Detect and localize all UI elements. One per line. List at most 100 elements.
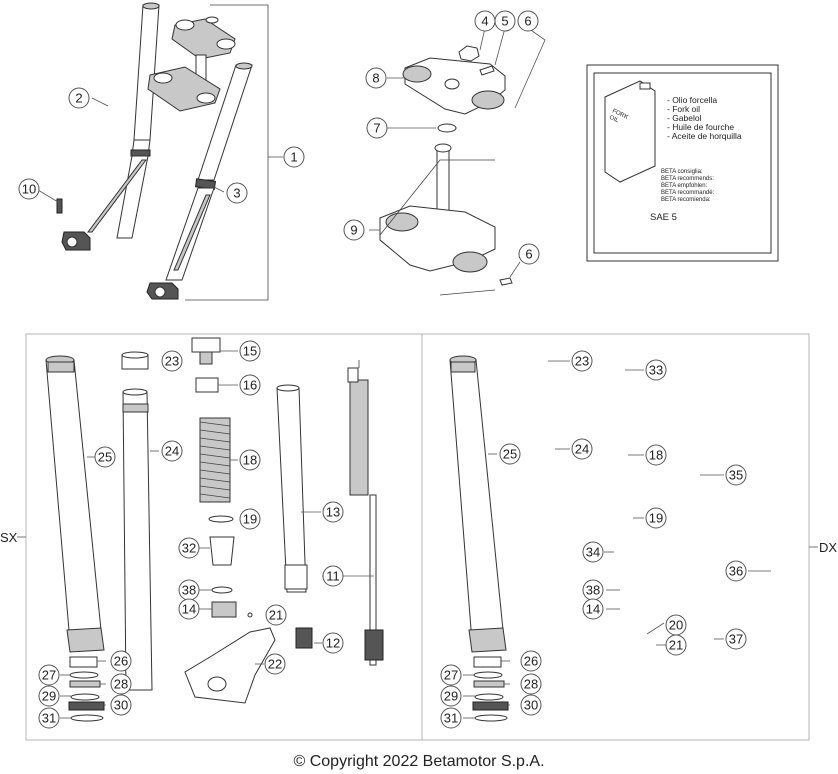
callout-c10: 10 [18,178,40,200]
callout-l32: 32 [178,537,200,559]
callout-l21: 21 [265,604,287,626]
callout-r28: 28 [520,673,542,695]
callout-r24: 24 [571,438,593,460]
callout-number: 19 [243,512,257,527]
callout-number: 36 [729,564,743,579]
callout-circle [645,359,667,381]
callout-number: 38 [586,583,600,598]
callout-circle [725,560,747,582]
callout-circle [571,350,593,372]
oil-name-4: - Aceite de horquilla [667,131,742,141]
callout-circle [499,443,521,465]
callout-number: 35 [729,468,743,483]
callout-number: 26 [524,654,538,669]
callout-number: 30 [524,698,538,713]
callout-l12: 12 [322,632,344,654]
callout-number: 29 [42,689,56,704]
callout-r14: 14 [582,598,604,620]
recommend-1: BETA recommends: [661,176,714,182]
callout-l30: 30 [110,694,132,716]
left-leg-parts [45,337,384,722]
callout-l31: 31 [38,707,60,729]
callout-l13: 13 [322,501,344,523]
callout-circle [365,67,387,89]
callout-number: 32 [182,541,196,556]
callout-number: 23 [575,354,589,369]
callout-l15: 15 [239,340,261,362]
callout-r29: 29 [440,685,462,707]
callout-number: 31 [444,711,458,726]
callout-number: 24 [165,444,179,459]
callout-r36: 36 [725,560,747,582]
callout-circle [110,694,132,716]
callout-circle [440,707,462,729]
callout-number: 25 [98,450,112,465]
callout-circle [582,598,604,620]
callout-c6b: 6 [518,243,540,265]
callout-circle [322,632,344,654]
callout-number: 34 [586,545,600,560]
callout-circle [494,10,516,32]
callout-number: 11 [326,569,340,584]
callout-circle [265,604,287,626]
oil-name-0: - Olio forcella [667,95,717,105]
callout-circle [38,685,60,707]
callout-c5: 5 [494,10,516,32]
callout-circle [665,634,687,656]
callout-circle [178,537,200,559]
callout-number: 5 [501,14,508,29]
callout-l14: 14 [178,598,200,620]
side-label-sx: SX [0,530,18,545]
callout-circle [343,219,365,241]
callout-l25: 25 [94,446,116,468]
callout-number: 22 [268,657,282,672]
callout-r21: 21 [665,634,687,656]
callout-l26: 26 [110,650,132,672]
callout-number: 14 [586,602,600,617]
callout-number: 24 [575,442,589,457]
callout-number: 15 [243,344,257,359]
callout-circle [264,653,286,675]
callout-r20: 20 [665,614,687,636]
side-label-dx: DX [819,540,837,555]
callout-circle [68,87,90,109]
fork-assembly-overview [37,2,283,301]
callout-l28: 28 [110,673,132,695]
bolt-10-drawing [56,198,63,214]
callout-l16: 16 [239,374,261,396]
callout-number: 21 [269,608,283,623]
callout-r23: 23 [571,350,593,372]
callout-number: 38 [182,583,196,598]
callout-r37: 37 [725,628,747,650]
callout-number: 16 [243,378,257,393]
callout-number: 18 [649,448,663,463]
callout-circle [645,507,667,529]
callout-circle [518,243,540,265]
callout-circle [725,628,747,650]
callout-number: 28 [524,677,538,692]
recommend-3: BETA recommandé: [661,190,715,196]
callout-l24: 24 [161,440,183,462]
callout-number: 3 [233,186,240,201]
oil-name-1: - Fork oil [667,104,700,114]
oil-name-3: - Huile de fourche [667,122,734,132]
callout-r26: 26 [520,650,542,672]
callout-r19: 19 [645,507,667,529]
callout-l27: 27 [38,664,60,686]
callout-c7: 7 [366,117,388,139]
callout-number: 26 [114,654,128,669]
callout-number: 13 [326,505,340,520]
callout-number: 31 [42,711,56,726]
callout-circle [520,650,542,672]
callout-number: 29 [444,689,458,704]
recommend-4: BETA recomienda: [661,197,711,203]
copyright-text: © Copyright 2022 Betamotor S.p.A. [293,753,545,770]
callout-number: 2 [75,91,82,106]
callout-r35: 35 [725,464,747,486]
callout-circle [161,440,183,462]
fork-oil-info: FORKOIL - Olio forcella - Fork oil - Gab… [586,64,779,262]
callout-number: 21 [669,638,683,653]
callout-c2: 2 [68,87,90,109]
callout-c4: 4 [474,10,496,32]
recommend-2: BETA empfohlen: [661,183,708,189]
